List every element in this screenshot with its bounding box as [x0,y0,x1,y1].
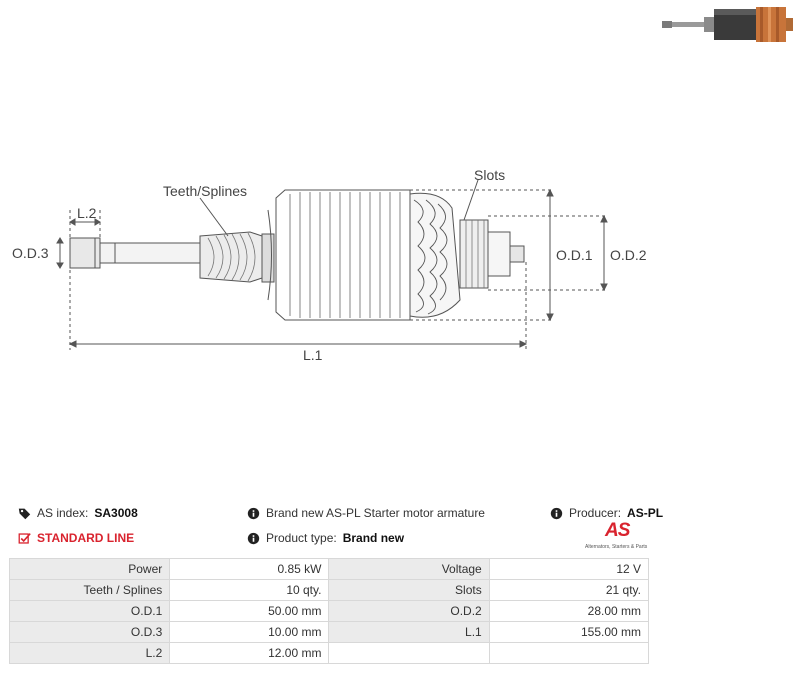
spec-label: Power [8,558,171,580]
label-teeth-splines: Teeth/Splines [163,183,247,199]
producer-value: AS-PL [627,506,664,520]
producer-label: Producer: [569,506,622,520]
table-row: O.D.3 10.00 mm L.1 155.00 mm [8,621,650,643]
label-od2: O.D.2 [610,247,647,263]
logo-mark: AS [605,520,630,541]
label-slots: Slots [474,167,505,183]
spec-empty [488,642,650,664]
product-line: STANDARD LINE [18,531,134,545]
spec-value: 28.00 mm [488,600,650,622]
table-row: L.2 12.00 mm [8,642,650,664]
info-icon [550,507,563,519]
spec-value: 21 qty. [488,579,650,601]
info-icon [247,507,260,519]
spec-label: O.D.2 [328,600,490,622]
description-text: Brand new AS-PL Starter motor armature [266,506,485,520]
label-l2: L.2 [77,205,97,221]
product-thumbnail [662,7,793,42]
spec-table: Power 0.85 kW Voltage 12 V Teeth / Splin… [8,558,650,664]
label-od3: O.D.3 [12,245,49,261]
spec-empty [328,642,490,664]
checkbox-check-icon [18,532,31,544]
spec-label: Teeth / Splines [8,579,171,601]
spec-value: 10 qty. [169,579,330,601]
table-row: O.D.1 50.00 mm O.D.2 28.00 mm [8,600,650,622]
as-index-value: SA3008 [94,506,138,520]
as-index: AS index: SA3008 [18,506,138,520]
spec-label: Slots [328,579,490,601]
label-l1: L.1 [303,347,323,363]
spec-label: O.D.1 [8,600,171,622]
spec-value: 10.00 mm [169,621,330,643]
spec-label: Voltage [328,558,490,580]
standard-line-label: STANDARD LINE [37,531,135,545]
spec-value: 12.00 mm [169,642,330,664]
logo-tagline: Alternators, Starters & Parts [585,544,648,550]
producer: Producer: AS-PL [550,506,663,520]
spec-value: 155.00 mm [488,621,650,643]
spec-label: L.1 [328,621,490,643]
spec-value: 0.85 kW [169,558,330,580]
table-row: Power 0.85 kW Voltage 12 V [8,558,650,580]
spec-value: 12 V [488,558,650,580]
as-index-label: AS index: [37,506,89,520]
spec-label: L.2 [8,642,171,664]
product-type: Product type: Brand new [247,531,404,545]
product-type-value: Brand new [342,531,405,545]
label-od1: O.D.1 [556,247,593,263]
as-pl-logo: AS Alternators, Starters & Parts [585,520,653,552]
armature-diagram: Teeth/Splines Slots L.2 O.D.3 O.D.1 O.D.… [12,167,647,363]
tag-icon [18,508,31,519]
spec-label: O.D.3 [8,621,171,643]
spec-value: 50.00 mm [169,600,330,622]
description: Brand new AS-PL Starter motor armature [247,506,485,520]
info-icon [247,532,260,544]
product-type-label: Product type: [266,531,337,545]
table-row: Teeth / Splines 10 qty. Slots 21 qty. [8,579,650,601]
